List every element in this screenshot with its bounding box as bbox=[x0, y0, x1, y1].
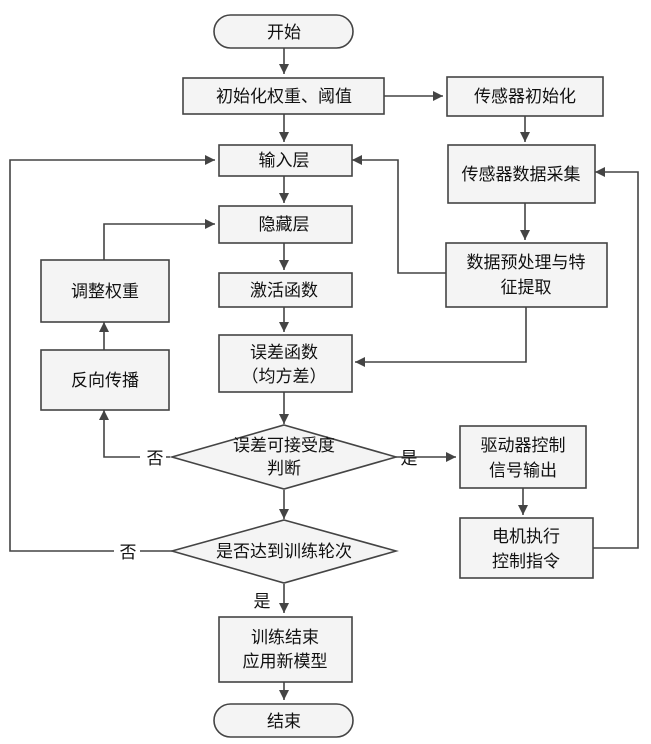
input-layer-label: 输入层 bbox=[259, 151, 310, 171]
epoch-check-decision: 是否达到训练轮次 bbox=[169, 519, 399, 584]
error-function-label-line2: （均方差） bbox=[242, 367, 327, 387]
error-function-label-line1: 误差函数 bbox=[250, 343, 318, 363]
edge-preprocess-to-input bbox=[352, 155, 446, 274]
train-end-node: 训练结束 应用新模型 bbox=[218, 616, 353, 683]
init-weights-node: 初始化权重、阈值 bbox=[182, 77, 385, 115]
start-node: 开始 bbox=[213, 14, 354, 49]
end-node: 结束 bbox=[213, 703, 354, 738]
backprop-label: 反向传播 bbox=[71, 371, 139, 391]
motor-node: 电机执行 控制指令 bbox=[459, 517, 594, 579]
error-check-decision: 误差可接受度 判断 bbox=[169, 424, 399, 490]
driver-node: 驱动器控制 信号输出 bbox=[459, 425, 587, 489]
train-end-label-line1: 训练结束 bbox=[251, 628, 319, 648]
start-label: 开始 bbox=[267, 23, 301, 43]
init-weights-label: 初始化权重、阈值 bbox=[216, 87, 352, 107]
adjust-weights-node: 调整权重 bbox=[40, 259, 170, 323]
edge-preprocess-to-error bbox=[355, 307, 527, 367]
activation-node: 激活函数 bbox=[218, 272, 353, 308]
sensor-init-node: 传感器初始化 bbox=[446, 76, 604, 117]
edge-motor-to-collect bbox=[593, 167, 639, 549]
sensor-init-label: 传感器初始化 bbox=[474, 87, 576, 107]
activation-label: 激活函数 bbox=[250, 281, 318, 301]
driver-label-line2: 信号输出 bbox=[489, 461, 557, 481]
epoch-no-label: 否 bbox=[120, 543, 137, 563]
driver-label-line1: 驱动器控制 bbox=[481, 436, 566, 456]
preprocess-node: 数据预处理与特 征提取 bbox=[445, 242, 608, 308]
edge-adjust-to-hidden bbox=[103, 219, 215, 260]
backprop-node: 反向传播 bbox=[40, 349, 170, 411]
error-check-label-line1: 误差可接受度 bbox=[233, 436, 335, 456]
edges bbox=[9, 48, 639, 700]
preprocess-label-line2: 征提取 bbox=[501, 278, 552, 298]
hidden-layer-label: 隐藏层 bbox=[259, 215, 310, 235]
train-end-label-line2: 应用新模型 bbox=[243, 652, 328, 672]
error-check-label-line2: 判断 bbox=[267, 459, 301, 479]
edge-labels: 否 是 否 是 bbox=[114, 446, 418, 612]
preprocess-label-line1: 数据预处理与特 bbox=[467, 253, 586, 273]
edge-epoch-no-to-input bbox=[9, 155, 215, 552]
sensor-collect-node: 传感器数据采集 bbox=[447, 144, 596, 204]
error-no-label-bg bbox=[140, 446, 166, 468]
adjust-weights-label: 调整权重 bbox=[71, 282, 139, 302]
error-function-node: 误差函数 （均方差） bbox=[218, 334, 353, 393]
hidden-layer-node: 隐藏层 bbox=[218, 205, 353, 244]
motor-label-line2: 控制指令 bbox=[492, 552, 560, 572]
end-label: 结束 bbox=[267, 712, 301, 732]
input-layer-node: 输入层 bbox=[218, 144, 353, 177]
epoch-yes-label: 是 bbox=[254, 592, 271, 612]
epoch-no-label-bg bbox=[114, 540, 140, 562]
error-no-label: 否 bbox=[147, 449, 164, 469]
error-yes-label: 是 bbox=[401, 449, 418, 469]
motor-label-line1: 电机执行 bbox=[492, 527, 560, 547]
epoch-check-label: 是否达到训练轮次 bbox=[216, 542, 352, 562]
sensor-collect-label: 传感器数据采集 bbox=[462, 165, 581, 185]
